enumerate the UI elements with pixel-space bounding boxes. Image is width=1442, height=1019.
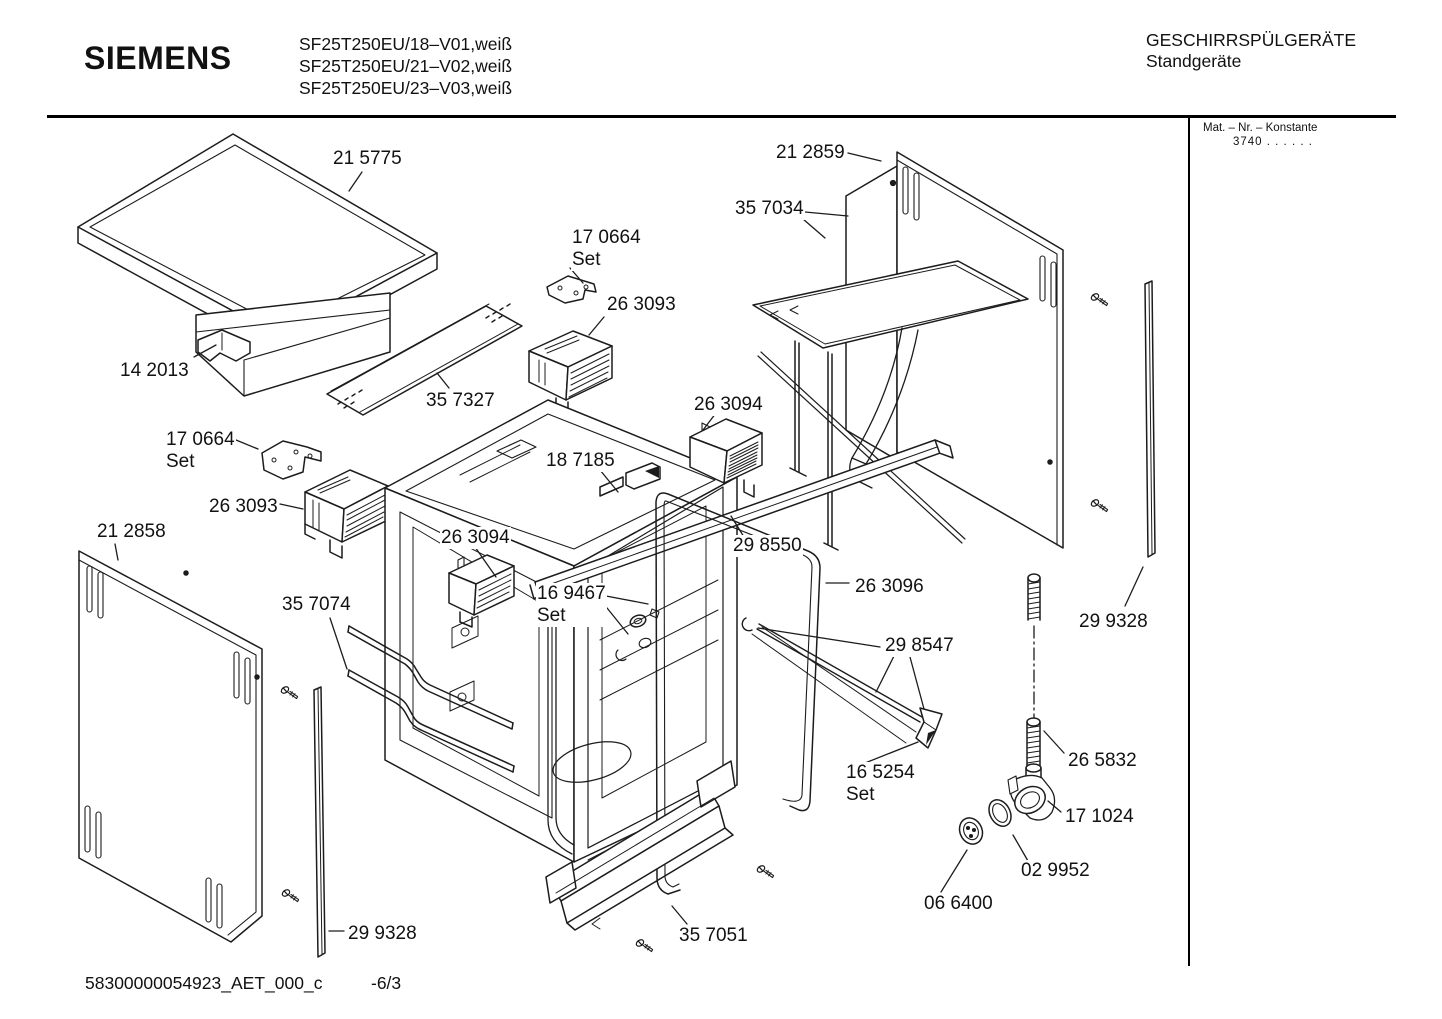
model-line-3: SF25T250EU/23–V03,weiß [299, 78, 513, 98]
category-title: GESCHIRRSPÜLGERÄTE [1146, 30, 1357, 50]
part-label-263094: 26 3094 [693, 394, 764, 416]
part-number: 26 3094 [694, 394, 763, 415]
worktop-shape [77, 133, 438, 397]
part-number: 35 7074 [282, 594, 351, 615]
page-number: -6/3 [371, 973, 402, 993]
part-label-170664: 17 0664 Set [571, 227, 642, 271]
part-number: 29 9328 [1079, 611, 1148, 632]
part-number: 26 3093 [607, 294, 676, 315]
part-label-142013: 14 2013 [119, 360, 190, 382]
hinge-bracket-14-2013 [197, 329, 251, 362]
part-label-263096: 26 3096 [854, 576, 925, 598]
part-label-215775: 21 5775 [332, 148, 403, 170]
part-number: 02 9952 [1021, 860, 1090, 881]
latch-18-7185 [599, 462, 661, 497]
part-label-299328: 29 9328 [1078, 611, 1149, 633]
category-subtitle: Standgeräte [1146, 51, 1242, 71]
part-label-298550: 29 8550 [732, 535, 803, 557]
door-panel-21-2858 [78, 550, 263, 943]
bracket-17-0664-top [546, 275, 597, 304]
disc-06-6400 [958, 817, 984, 845]
leveling-foot-assembly [958, 573, 1056, 845]
part-number: 26 5832 [1068, 750, 1137, 771]
heater-tube-29-8547 [741, 617, 943, 749]
part-label-263094: 26 3094 [440, 527, 511, 549]
part-label-169467: 16 9467 Set [536, 583, 607, 627]
part-number: 16 5254 [846, 762, 915, 783]
part-number: 35 7051 [679, 925, 748, 946]
part-number: 16 9467 [537, 583, 606, 604]
part-number: 29 9328 [348, 923, 417, 944]
part-number: 29 8547 [885, 635, 954, 656]
part-label-212858: 21 2858 [96, 521, 167, 543]
trim-strip-29-9328-right [1144, 280, 1156, 558]
bracket-17-0664-left [261, 440, 322, 480]
part-number: 35 7034 [735, 198, 804, 219]
part-set-suffix: Set [537, 605, 566, 626]
part-label-357327: 35 7327 [425, 390, 496, 412]
part-label-170664: 17 0664 Set [165, 429, 236, 473]
header-rule [47, 115, 1396, 118]
module-26-3094-left [448, 554, 515, 628]
part-label-029952: 02 9952 [1020, 860, 1091, 882]
part-number: 14 2013 [120, 360, 189, 381]
fastener-set-16-9467 [615, 608, 660, 662]
model-list: SF25T250EU/18–V01,weiß SF25T250EU/21–V02… [299, 33, 512, 99]
model-line-1: SF25T250EU/18–V01,weiß [299, 34, 513, 54]
part-number: 21 2858 [97, 521, 166, 542]
part-label-066400: 06 6400 [923, 893, 994, 915]
part-number: 06 6400 [924, 893, 993, 914]
part-label-187185: 18 7185 [545, 450, 616, 472]
part-set-suffix: Set [572, 249, 601, 270]
part-label-171024: 17 1024 [1064, 806, 1135, 828]
base-plinth-35-7051 [545, 760, 736, 931]
control-panel-block [195, 292, 391, 397]
part-number: 18 7185 [546, 450, 615, 471]
document-number: 58300000054923_AET_000_c [85, 973, 323, 993]
part-number: 26 3093 [209, 496, 278, 517]
part-set-suffix: Set [166, 451, 195, 472]
back-panel-21-2859 [845, 151, 1064, 549]
part-number: 17 1024 [1065, 806, 1134, 827]
part-label-357074: 35 7074 [281, 594, 352, 616]
part-label-263093: 26 3093 [606, 294, 677, 316]
part-label-357051: 35 7051 [678, 925, 749, 947]
part-number: 26 3096 [855, 576, 924, 597]
model-line-2: SF25T250EU/21–V02,weiß [299, 56, 513, 76]
door-gasket-26-3096 [655, 492, 821, 895]
part-label-265832: 26 5832 [1067, 750, 1138, 772]
brand-logo: SIEMENS [84, 40, 232, 76]
tub-assembly [384, 399, 738, 863]
module-26-3093-top [528, 330, 613, 415]
side-rails-35-7074 [347, 625, 515, 773]
part-set-suffix: Set [846, 784, 875, 805]
right-divider [1188, 118, 1190, 966]
part-label-165254: 16 5254 Set [845, 762, 916, 806]
part-label-298547: 29 8547 [884, 635, 955, 657]
part-label-263093: 26 3093 [208, 496, 279, 518]
part-number: 35 7327 [426, 390, 495, 411]
part-number: 21 2859 [776, 142, 845, 163]
part-number: 17 0664 [166, 429, 235, 450]
trim-strip-29-9328-left [313, 686, 326, 958]
category-block: GESCHIRRSPÜLGERÄTE Standgeräte [1146, 30, 1356, 72]
part-number: 29 8550 [733, 535, 802, 556]
ring-02-9952 [988, 799, 1012, 827]
module-26-3094-right [689, 418, 763, 498]
mounting-strip-35-7327 [326, 303, 523, 416]
module-26-3093-left [304, 469, 409, 559]
part-number: 26 3094 [441, 527, 510, 548]
mat-nr-label: Mat. – Nr. – Konstante [1203, 122, 1318, 134]
part-label-357034: 35 7034 [734, 198, 805, 220]
part-label-212859: 21 2859 [775, 142, 846, 164]
part-number: 17 0664 [572, 227, 641, 248]
part-label-299328: 29 9328 [347, 923, 418, 945]
mat-nr-value: 3740 . . . . . . [1233, 136, 1313, 148]
part-number: 21 5775 [333, 148, 402, 169]
